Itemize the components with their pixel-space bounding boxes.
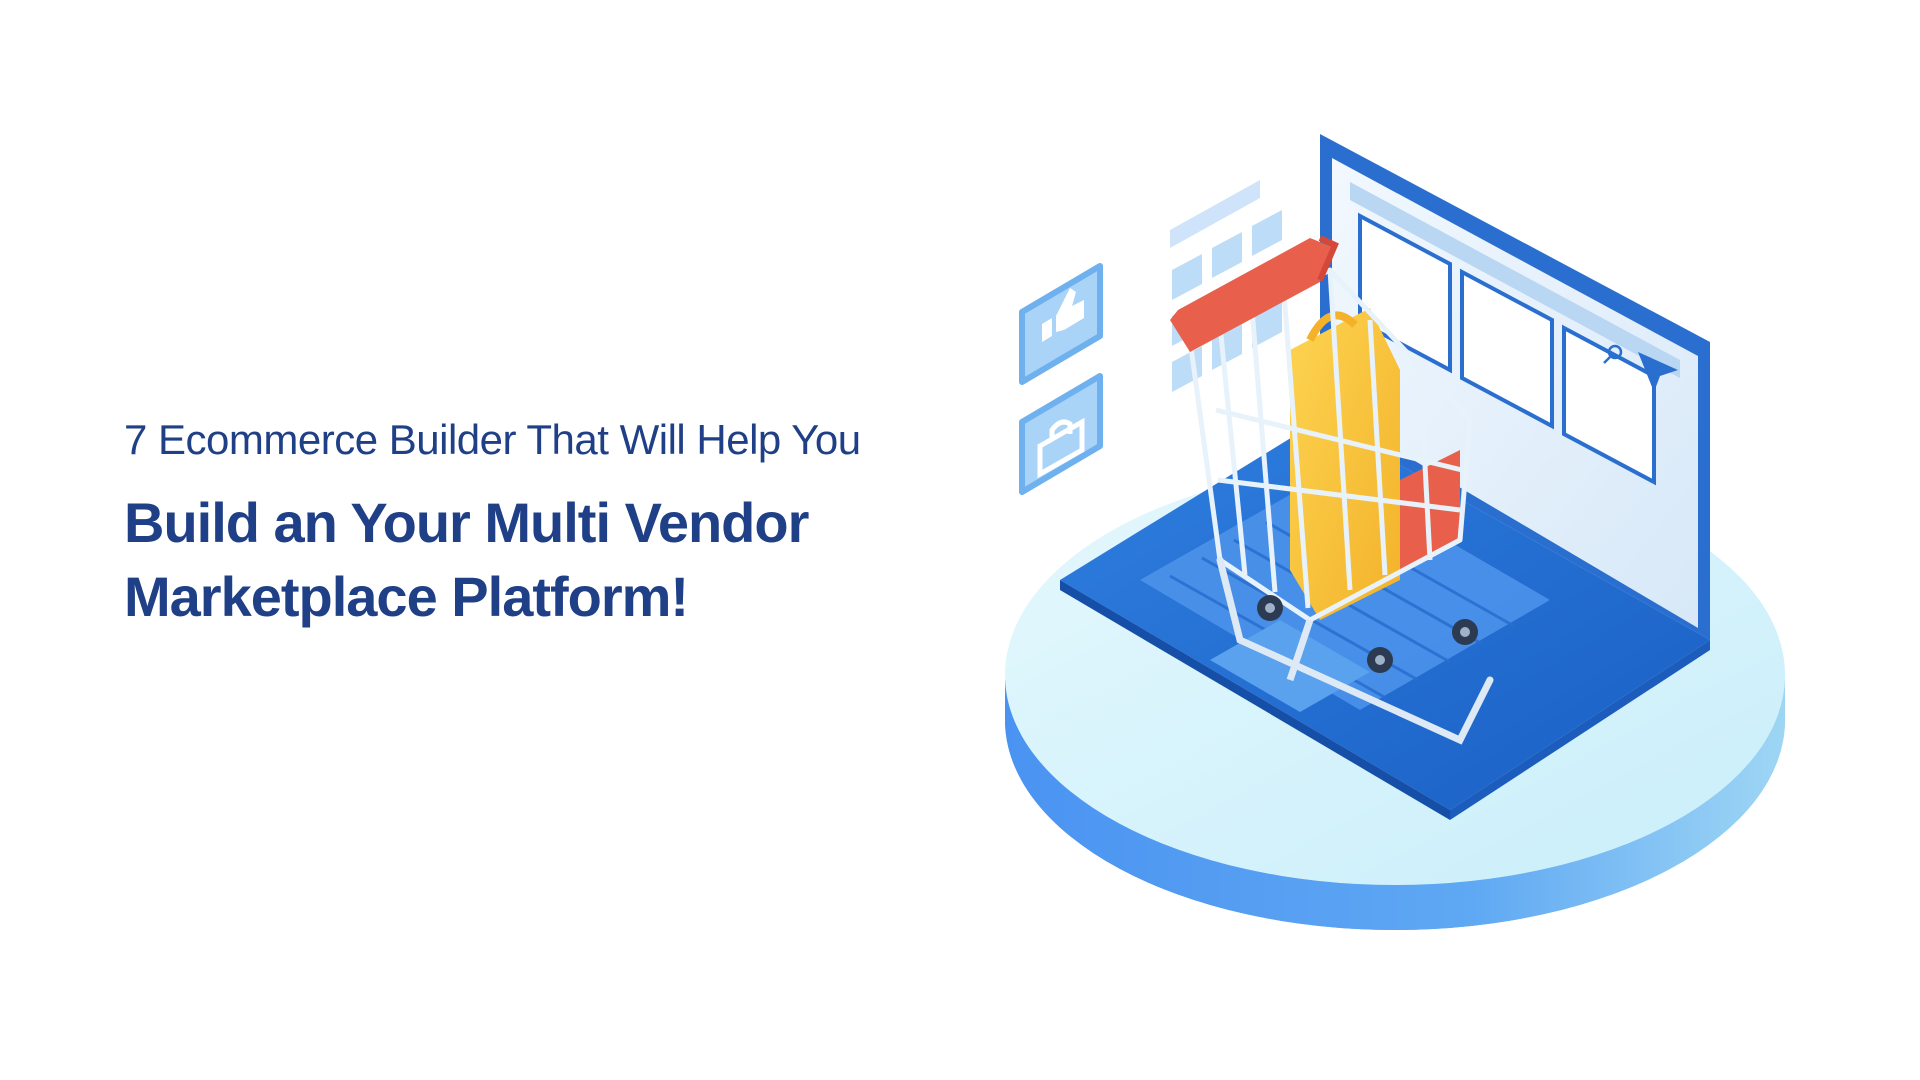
title-line-1: Build an Your Multi Vendor (124, 491, 809, 554)
cursor-icon (1638, 352, 1678, 392)
page-title: Build an Your Multi Vendor Marketplace P… (124, 486, 1004, 634)
thumbs-up-icon (1019, 263, 1103, 385)
shopping-cart-icon (1170, 235, 1494, 745)
ecommerce-illustration (1005, 134, 1785, 930)
laptop-icon (1060, 134, 1710, 820)
subtitle: 7 Ecommerce Builder That Will Help You (124, 416, 861, 463)
shopping-bag-outline-icon (1019, 373, 1103, 495)
search-icon (1603, 344, 1623, 364)
title-line-2: Marketplace Platform! (124, 565, 689, 628)
headline: 7 Ecommerce Builder That Will Help You B… (124, 412, 1004, 634)
